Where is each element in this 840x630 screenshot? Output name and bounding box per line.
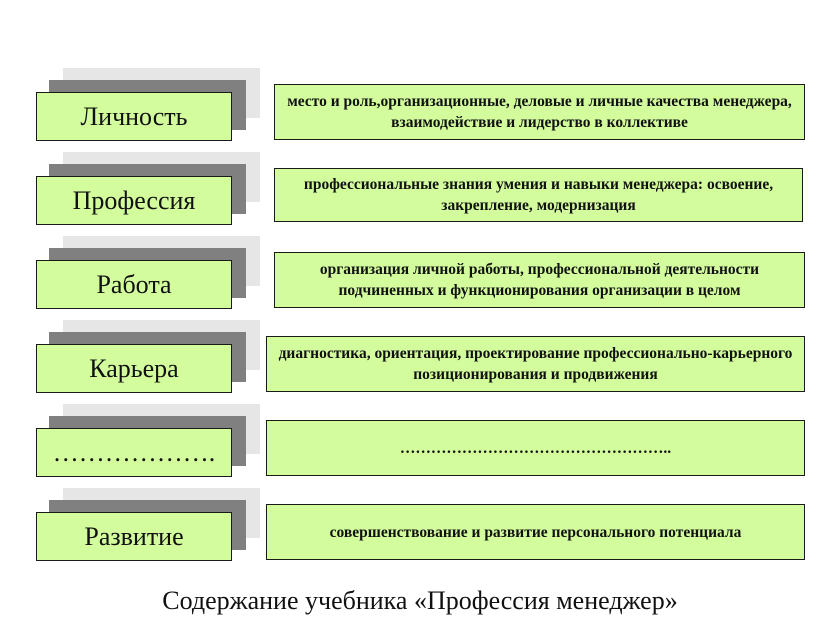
row-career: Карьера диагностика, ориентация, проекти… [0, 320, 840, 404]
category-box: Карьера [36, 344, 232, 393]
row-personality: Личность место и роль,организационные, д… [0, 68, 840, 152]
row-placeholder: ………………. …………………………………………….. [0, 404, 840, 488]
description-box: …………………………………………….. [266, 420, 805, 476]
row-profession: Профессия профессиональные знания умения… [0, 152, 840, 236]
category-box: Профессия [36, 176, 232, 225]
category-box: Развитие [36, 512, 232, 561]
description-box: профессиональные знания умения и навыки … [274, 168, 803, 222]
row-development: Развитие совершенствование и развитие пе… [0, 488, 840, 572]
category-box: ………………. [36, 428, 232, 477]
category-box: Работа [36, 260, 232, 309]
category-box: Личность [36, 92, 232, 141]
description-box: совершенствование и развитие персонально… [266, 504, 805, 560]
description-box: диагностика, ориентация, проектирование … [266, 336, 805, 392]
caption: Содержание учебника «Профессия менеджер» [162, 586, 678, 615]
description-box: место и роль,организационные, деловые и … [274, 84, 805, 140]
row-work: Работа организация личной работы, профес… [0, 236, 840, 320]
description-box: организация личной работы, профессиональ… [274, 252, 805, 308]
